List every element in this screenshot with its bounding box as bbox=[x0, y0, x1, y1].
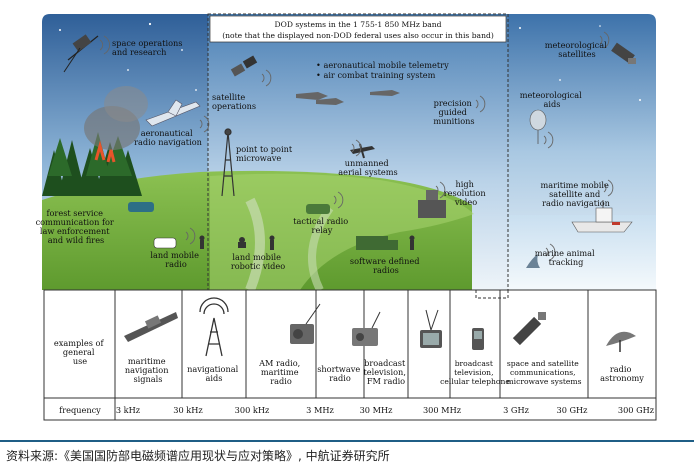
uses-header: examples of general use bbox=[54, 338, 106, 366]
microwave-tower-icon bbox=[221, 128, 235, 197]
use-label-broadcast-fm: broadcast television, FM radio bbox=[363, 358, 408, 386]
label-precision-munitions: precision guided munitions bbox=[433, 98, 474, 126]
label-uav: unmanned aerial systems bbox=[338, 158, 398, 177]
use-label-navigational-aids: navigational aids bbox=[187, 364, 241, 383]
frequency-header: frequency bbox=[59, 405, 101, 415]
use-label-broadcast-cellular: broadcast television, cellular telephone bbox=[440, 359, 510, 386]
vehicles-icon bbox=[128, 202, 398, 250]
ship-icon bbox=[124, 312, 178, 342]
use-label-am-radio: AM radio, maritime radio bbox=[258, 358, 303, 386]
dish-antenna-icon bbox=[606, 331, 636, 352]
freq-300mhz: 300 MHz bbox=[423, 405, 462, 415]
source-caption: 资料来源:《美国国防部电磁频谱应用现状与应对策略》, 中航证券研究所 bbox=[6, 449, 390, 463]
label-maritime-mobile: maritime mobile satellite and radio navi… bbox=[541, 180, 612, 208]
airliner-icon bbox=[145, 99, 201, 127]
label-land-mobile-radio: land mobile radio bbox=[150, 250, 201, 269]
label-met-satellites: meteorological satellites bbox=[545, 40, 610, 59]
satellite-icon bbox=[512, 312, 546, 346]
band-box-note: (note that the displayed non-DOD federal… bbox=[222, 31, 494, 40]
label-space-operations: space operations and research bbox=[112, 38, 185, 57]
spectrum-table: examples of general use frequency bbox=[43, 289, 657, 421]
label-satellite-operations: satellite operations bbox=[212, 92, 256, 111]
freq-300ghz: 300 GHz bbox=[618, 405, 655, 415]
label-marine-animal: marine animal tracking bbox=[535, 248, 598, 267]
forest bbox=[42, 86, 148, 196]
use-label-maritime-navigation: maritime navigation signals bbox=[125, 356, 171, 384]
signal-arcs bbox=[99, 31, 614, 261]
label-p2p-microwave: point to point microwave bbox=[236, 144, 295, 163]
whale-tail-icon bbox=[526, 254, 540, 268]
label-land-mobile-robotic: land mobile robotic video bbox=[231, 252, 285, 271]
label-hires-video: high resolution video bbox=[444, 179, 489, 207]
label-forest-service: forest service communication for law enf… bbox=[36, 208, 117, 245]
scene-right bbox=[508, 14, 656, 290]
use-label-space-satellite: space and satellite communications, micr… bbox=[506, 359, 581, 386]
label-tactical-relay: tactical radio relay bbox=[293, 216, 351, 235]
freq-30mhz: 30 MHz bbox=[360, 405, 394, 415]
radio-tower-icon bbox=[199, 297, 229, 357]
cellphone-icon bbox=[472, 328, 484, 350]
label-aero-nav: aeronautical radio navigation bbox=[134, 128, 203, 147]
freq-3ghz: 3 GHz bbox=[503, 405, 529, 415]
freq-3khz: 3 kHz bbox=[116, 405, 141, 415]
satellite-operations-icon bbox=[230, 55, 258, 77]
met-satellite-icon bbox=[611, 42, 636, 64]
use-label-shortwave: shortwave radio bbox=[317, 364, 363, 383]
building-icon bbox=[418, 190, 446, 218]
label-met-aids: meteorological aids bbox=[520, 90, 585, 109]
coast-guard-ship-icon bbox=[571, 200, 633, 233]
fighter-jets-icon bbox=[296, 90, 400, 105]
stars bbox=[59, 22, 641, 101]
freq-30khz: 30 kHz bbox=[173, 405, 203, 415]
weather-balloon-icon bbox=[529, 109, 547, 144]
freq-30ghz: 30 GHz bbox=[556, 405, 588, 415]
label-aero-bullets: • aeronautical mobile telemetry • air co… bbox=[316, 60, 451, 80]
label-sdr: software defined radios bbox=[350, 256, 422, 275]
spectrum-diagram: DOD systems in the 1 755-1 850 MHz band … bbox=[36, 13, 657, 421]
caption-divider bbox=[0, 440, 694, 442]
radio-icon bbox=[290, 303, 321, 344]
freq-3mhz: 3 MHz bbox=[306, 405, 334, 415]
television-icon bbox=[420, 309, 442, 348]
green-land bbox=[42, 170, 474, 292]
soldiers-icon bbox=[199, 235, 415, 250]
space-probe-icon bbox=[63, 34, 99, 73]
band-box-title: DOD systems in the 1 755-1 850 MHz band bbox=[275, 20, 442, 29]
freq-300khz: 300 kHz bbox=[235, 405, 270, 415]
shortwave-radio-icon bbox=[352, 311, 381, 346]
use-label-radio-astronomy: radio astronomy bbox=[600, 364, 644, 383]
dod-band-box: DOD systems in the 1 755-1 850 MHz band … bbox=[207, 13, 509, 291]
scene-labels: space operations and research meteorolog… bbox=[36, 38, 612, 275]
